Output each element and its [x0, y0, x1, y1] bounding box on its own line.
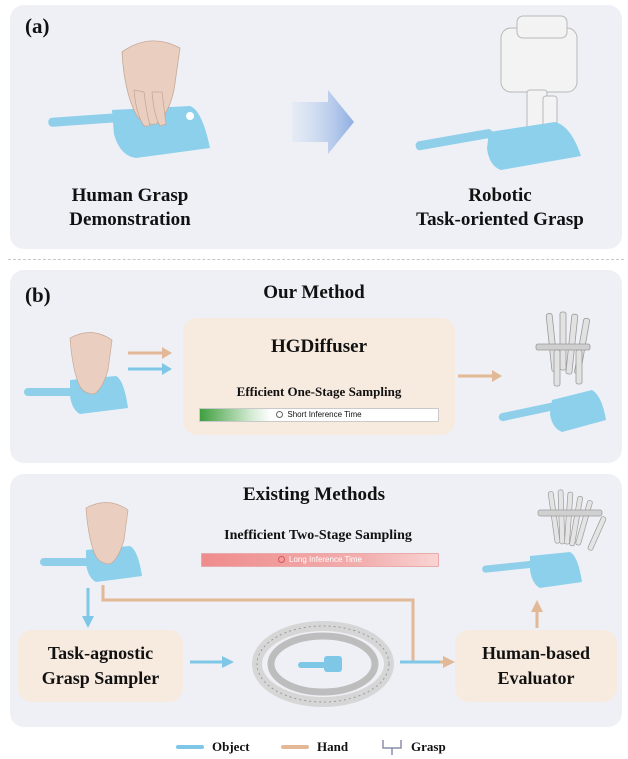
cleaver-icon [298, 656, 342, 672]
legend-grasp-icon [381, 738, 403, 756]
evaluator-line: Evaluator [455, 666, 617, 691]
sampler-line: Task-agnostic [18, 641, 183, 666]
cleaver-icon [482, 552, 582, 588]
legend-hand-swatch [281, 745, 309, 749]
grasp-sampler-label: Task-agnostic Grasp Sampler [18, 641, 183, 691]
legend-object-swatch [176, 745, 204, 749]
existing-output-image [478, 486, 618, 598]
evaluator-label: Human-based Evaluator [455, 641, 617, 691]
evaluator-line: Human-based [455, 641, 617, 666]
legend-hand-label: Hand [317, 738, 348, 756]
grasp-cloud-image [248, 616, 398, 712]
legend-grasp-label: Grasp [411, 738, 446, 756]
grasp-pose-icon [538, 490, 607, 551]
sampler-line: Grasp Sampler [18, 666, 183, 691]
legend-object-label: Object [212, 738, 250, 756]
